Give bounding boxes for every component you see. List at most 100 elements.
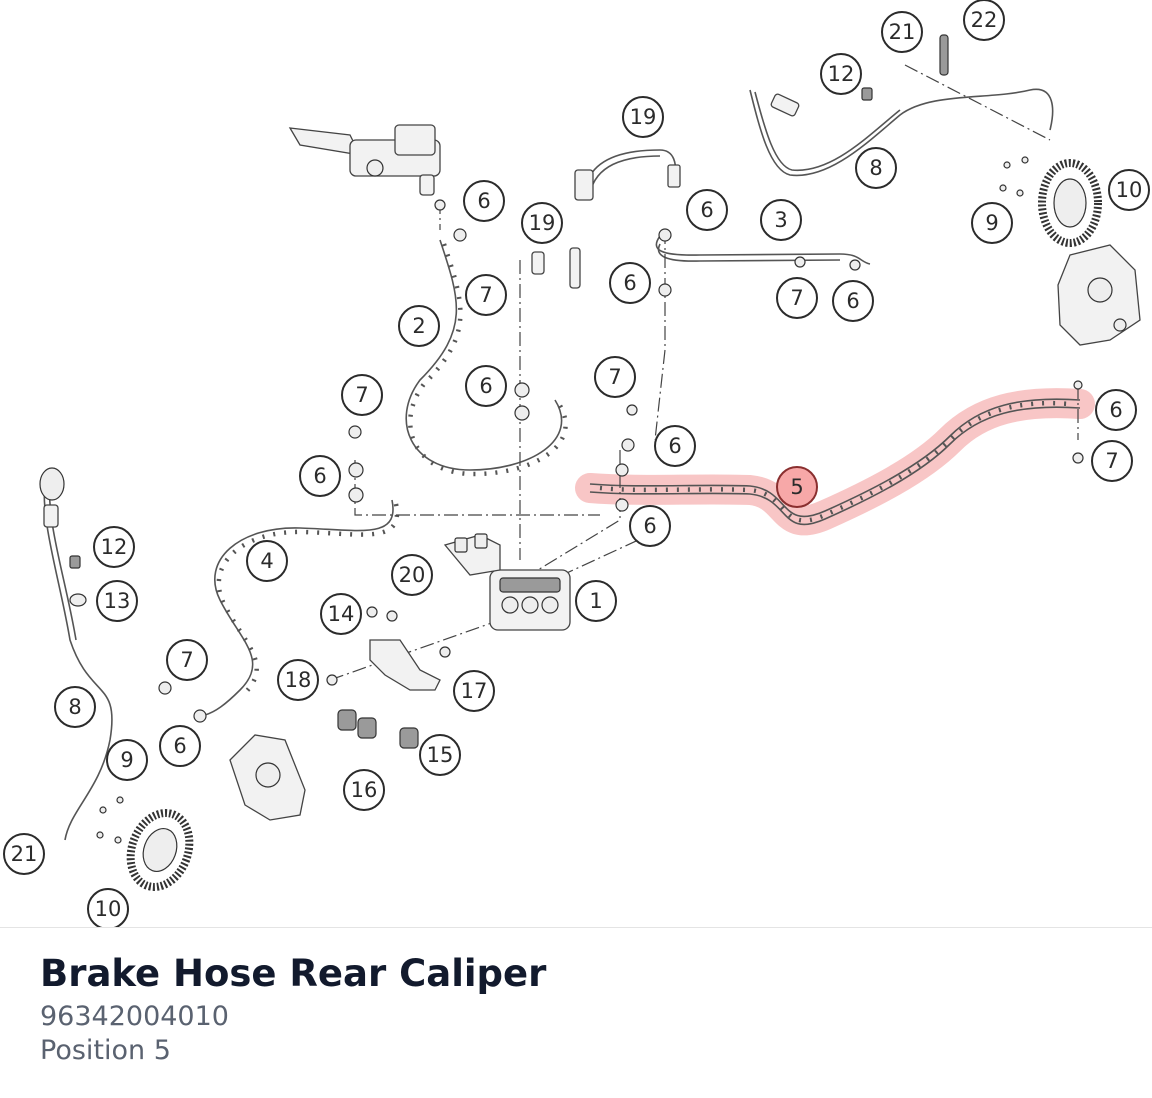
callout-18[interactable]: 18 xyxy=(277,659,319,701)
leader-lines xyxy=(329,64,1079,681)
callout-6f[interactable]: 6 xyxy=(299,455,341,497)
callout-5[interactable]: 5 xyxy=(776,466,818,508)
highlight-hose-5[interactable] xyxy=(575,388,1095,536)
callout-6b[interactable]: 6 xyxy=(686,189,728,231)
callout-label: 10 xyxy=(1116,178,1143,202)
callout-label: 6 xyxy=(477,189,490,213)
callout-label: 6 xyxy=(313,464,326,488)
hose-5[interactable] xyxy=(589,398,1081,526)
callout-6e[interactable]: 6 xyxy=(465,365,507,407)
callout-16[interactable]: 16 xyxy=(343,769,385,811)
callout-label: 6 xyxy=(1109,398,1122,422)
callout-label: 21 xyxy=(11,842,38,866)
callout-label: 6 xyxy=(479,374,492,398)
rear-caliper xyxy=(1057,244,1141,464)
callout-19b[interactable]: 19 xyxy=(521,202,563,244)
fittings xyxy=(348,34,949,512)
callout-label: 20 xyxy=(399,563,426,587)
callout-label: 7 xyxy=(608,365,621,389)
callout-6j[interactable]: 6 xyxy=(159,725,201,767)
bracket-17 xyxy=(326,606,451,749)
callout-17[interactable]: 17 xyxy=(453,670,495,712)
callout-8b[interactable]: 8 xyxy=(54,686,96,728)
line-19 xyxy=(574,149,681,201)
callout-label: 5 xyxy=(790,475,803,499)
sensor-cable-8-left xyxy=(39,467,113,841)
callout-7a[interactable]: 7 xyxy=(465,274,507,316)
callout-13[interactable]: 13 xyxy=(96,580,138,622)
callout-label: 9 xyxy=(120,748,133,772)
callout-12b[interactable]: 12 xyxy=(93,526,135,568)
front-master-cylinder xyxy=(288,124,441,196)
callout-7f[interactable]: 7 xyxy=(166,639,208,681)
callout-label: 6 xyxy=(173,734,186,758)
callout-label: 7 xyxy=(790,286,803,310)
callout-label: 2 xyxy=(412,314,425,338)
callout-15[interactable]: 15 xyxy=(419,734,461,776)
bracket-20 xyxy=(443,533,501,576)
line-3 xyxy=(655,235,871,265)
callout-label: 6 xyxy=(846,289,859,313)
callout-6g[interactable]: 6 xyxy=(654,425,696,467)
callout-22[interactable]: 22 xyxy=(963,0,1005,41)
callout-21a[interactable]: 21 xyxy=(881,11,923,53)
callout-label: 6 xyxy=(668,434,681,458)
callout-label: 8 xyxy=(869,156,882,180)
callout-7c[interactable]: 7 xyxy=(341,374,383,416)
hose-4 xyxy=(204,499,400,716)
callout-3[interactable]: 3 xyxy=(760,199,802,241)
callout-label: 22 xyxy=(971,8,998,32)
callout-6i[interactable]: 6 xyxy=(1095,389,1137,431)
callout-label: 7 xyxy=(479,283,492,307)
callout-label: 12 xyxy=(828,62,855,86)
callout-label: 3 xyxy=(774,208,787,232)
callout-21b[interactable]: 21 xyxy=(3,833,45,875)
abs-unit-1 xyxy=(489,569,571,631)
callout-label: 4 xyxy=(260,549,273,573)
callout-8a[interactable]: 8 xyxy=(855,147,897,189)
callout-4[interactable]: 4 xyxy=(246,540,288,582)
callout-14[interactable]: 14 xyxy=(320,593,362,635)
callout-label: 7 xyxy=(180,648,193,672)
callout-label: 12 xyxy=(101,535,128,559)
callout-label: 7 xyxy=(355,383,368,407)
callout-7d[interactable]: 7 xyxy=(594,356,636,398)
diagram-canvas: 1 2 3 4 5 6 6 6 6 6 6 6 6 6 6 7 7 7 7 7 … xyxy=(3,0,1150,928)
callout-label: 15 xyxy=(427,743,454,767)
callout-label: 6 xyxy=(643,514,656,538)
callout-7b[interactable]: 7 xyxy=(776,277,818,319)
callout-6d[interactable]: 6 xyxy=(832,280,874,322)
hose-2 xyxy=(405,239,568,477)
callout-label: 21 xyxy=(889,20,916,44)
callout-label: 18 xyxy=(285,668,312,692)
callout-9b[interactable]: 9 xyxy=(106,739,148,781)
callout-label: 19 xyxy=(630,105,657,129)
callout-12a[interactable]: 12 xyxy=(820,53,862,95)
callout-label: 7 xyxy=(1105,449,1118,473)
sensor-cable-8-top xyxy=(749,88,1054,177)
callout-label: 17 xyxy=(461,679,488,703)
callout-20[interactable]: 20 xyxy=(391,554,433,596)
front-caliper xyxy=(158,681,306,821)
callout-19a[interactable]: 19 xyxy=(622,96,664,138)
callout-6h[interactable]: 6 xyxy=(629,505,671,547)
callout-1[interactable]: 1 xyxy=(575,580,617,622)
callout-label: 6 xyxy=(623,271,636,295)
callout-label: 10 xyxy=(95,897,122,921)
callout-10a[interactable]: 10 xyxy=(1108,169,1150,211)
part-position: Position 5 xyxy=(40,1035,171,1066)
callout-6a[interactable]: 6 xyxy=(463,180,505,222)
exploded-parts-diagram: 1 2 3 4 5 6 6 6 6 6 6 6 6 6 6 7 7 7 7 7 … xyxy=(3,0,1150,928)
callout-label: 13 xyxy=(104,589,131,613)
callout-label: 14 xyxy=(328,602,355,626)
callout-10b[interactable]: 10 xyxy=(87,888,129,928)
callout-2[interactable]: 2 xyxy=(398,305,440,347)
callout-label: 8 xyxy=(68,695,81,719)
rear-disc-10 xyxy=(999,156,1102,247)
callout-6c[interactable]: 6 xyxy=(609,262,651,304)
callout-7e[interactable]: 7 xyxy=(1091,440,1133,482)
callout-label: 9 xyxy=(985,211,998,235)
callout-label: 16 xyxy=(351,778,378,802)
callout-label: 1 xyxy=(589,589,602,613)
callout-9a[interactable]: 9 xyxy=(971,202,1013,244)
